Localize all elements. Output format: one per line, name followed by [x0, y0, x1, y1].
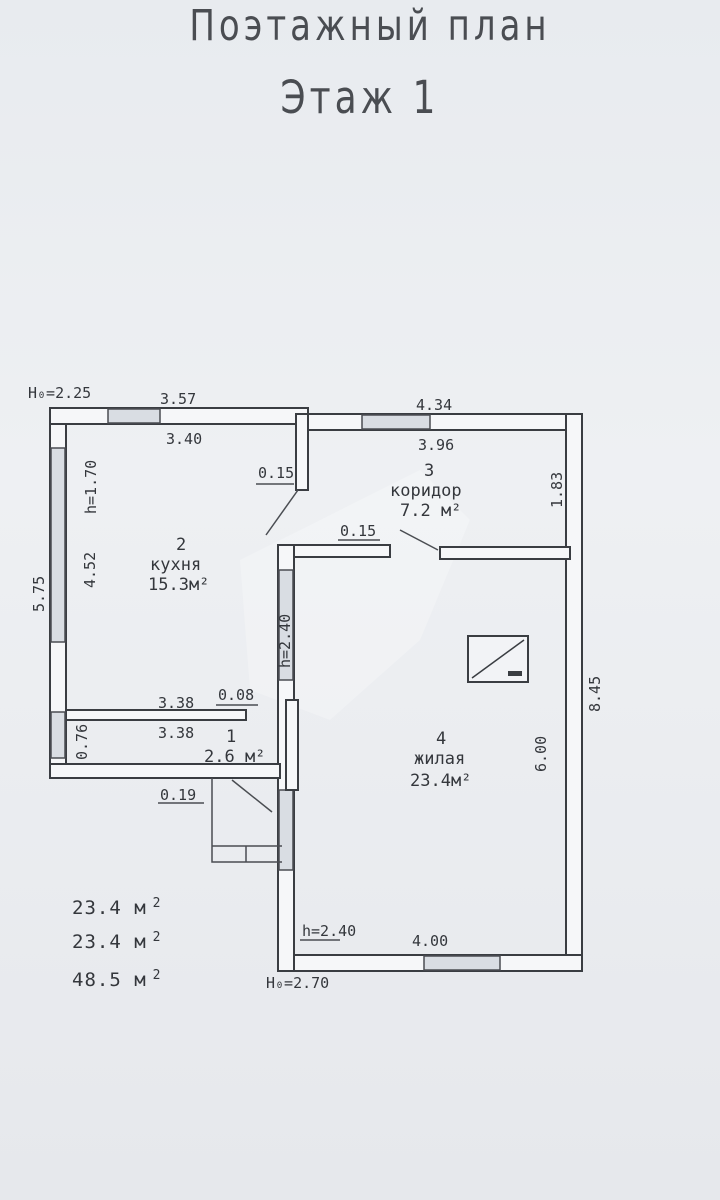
door-swing-kitchen — [265, 489, 299, 536]
dim-kitchen-outer-left: 5.75 — [30, 576, 48, 612]
room-name: жилая — [414, 749, 465, 769]
dim-corridor-outer-top: 4.34 — [416, 396, 452, 414]
door-swing-entry — [231, 779, 273, 813]
room-area: 15.3м² — [148, 575, 209, 595]
wall-right — [565, 413, 583, 971]
window-living-bottom — [423, 955, 501, 971]
room-number: 2 — [176, 535, 186, 555]
dim-kitchen-inner-top: 3.40 — [166, 430, 202, 448]
dim-hall-wall: 0.08 — [218, 686, 254, 704]
dim-hall-inner: 3.38 — [158, 724, 194, 742]
floor-title: Этаж 1 — [280, 72, 440, 125]
height-label-top-left: H₀=2.25 — [28, 384, 91, 402]
dim-outer-right: 8.45 — [586, 676, 604, 712]
wall-corridor-living-right — [439, 546, 571, 560]
room-number: 4 — [436, 729, 446, 749]
dimension-underlines — [158, 483, 380, 941]
window-kitchen-top — [107, 408, 161, 424]
room-number: 3 — [424, 461, 434, 481]
porch — [211, 778, 282, 863]
dim-living-bottom: 4.00 — [412, 932, 448, 950]
height-label-hall: h=2.40 — [276, 614, 294, 668]
dim-hall-outer: 3.38 — [158, 694, 194, 712]
room-hall: 1 2.6 м² — [204, 727, 265, 767]
dim-corridor-inner-top: 3.96 — [418, 436, 454, 454]
dim-wall-015-a: 0.15 — [258, 464, 294, 482]
dim-porch: 0.19 — [160, 786, 196, 804]
wall-top-corridor — [295, 413, 583, 431]
room-area: 7.2 м² — [400, 501, 461, 521]
room-area: 2.6 м² — [204, 747, 265, 767]
dim-kitchen-inner-left: 4.52 — [81, 552, 99, 588]
plan-title: Поэтажный план — [189, 1, 551, 51]
interior-walls — [65, 413, 571, 721]
dim-kitchen-outer-top: 3.57 — [160, 390, 196, 408]
watermark — [240, 470, 470, 720]
door-swings — [231, 489, 439, 813]
wall-hall — [65, 709, 247, 721]
wall-top-kitchen — [49, 407, 309, 425]
window-kitchen-left — [50, 447, 66, 643]
room-kitchen: 2 кухня 15.3м² — [148, 535, 209, 595]
stove-symbol — [467, 635, 529, 683]
wall-corridor-living-left — [293, 544, 391, 558]
height-label-living: h=2.40 — [302, 922, 356, 940]
room-number: 1 — [226, 727, 236, 747]
room-area: 23.4м² — [410, 771, 471, 791]
room-name: кухня — [150, 555, 201, 575]
room-corridor: 3 коридор 7.2 м² — [390, 461, 462, 521]
window-corridor-top — [361, 414, 431, 430]
window-living-left-top — [278, 569, 294, 681]
height-label-kitchen-window: h=1.70 — [82, 460, 100, 514]
porch-outline — [211, 778, 282, 863]
dim-living-inner-right: 6.00 — [532, 736, 550, 772]
room-name: коридор — [390, 481, 462, 501]
wall-kitchen-bottom — [49, 763, 281, 779]
dim-hall-left: 0.76 — [73, 724, 91, 760]
windows — [50, 408, 501, 971]
door-swing-corridor — [399, 529, 439, 551]
height-label-bottom: H₀=2.70 — [266, 974, 329, 992]
dim-corridor-right: 1.83 — [548, 472, 566, 508]
door-frame — [285, 699, 299, 791]
window-hall-left — [50, 711, 66, 759]
wall-kitchen-corridor — [295, 413, 309, 491]
window-living-left-bottom — [278, 789, 294, 871]
room-living: 4 жилая 23.4м² — [410, 729, 471, 791]
dim-wall-015-b: 0.15 — [340, 522, 376, 540]
